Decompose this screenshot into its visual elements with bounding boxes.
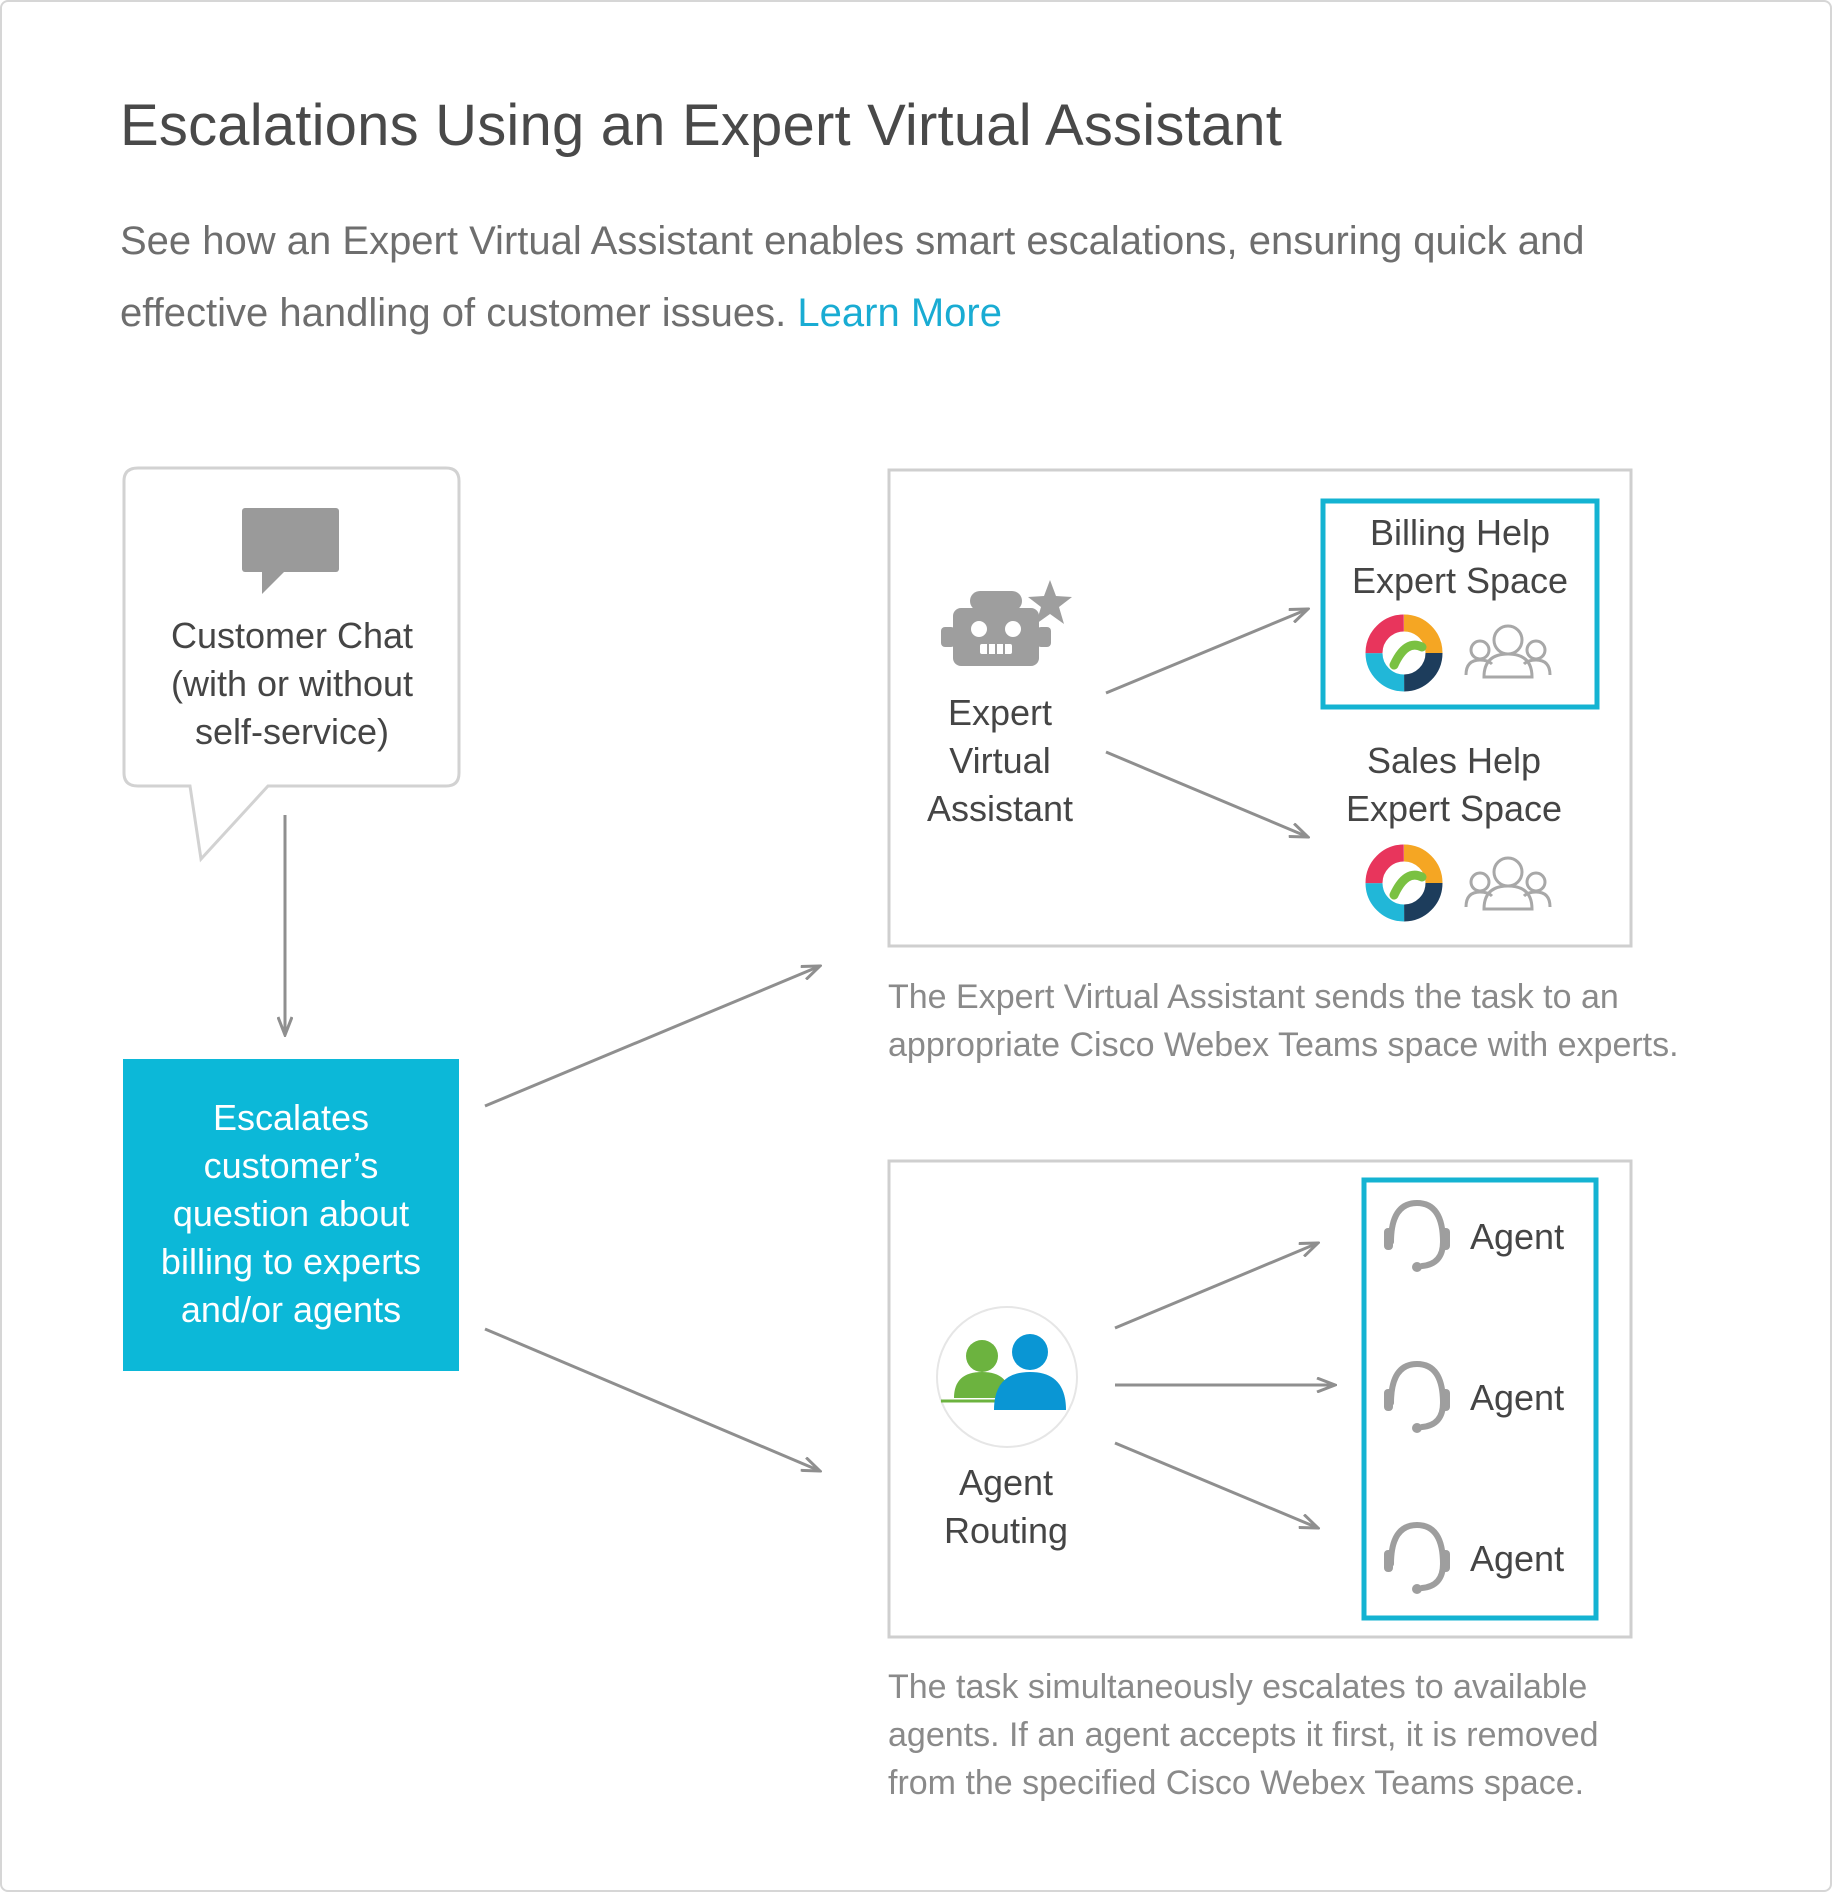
arrow-eva-to-billing <box>1105 609 1308 695</box>
agent-label: Agent <box>1470 1538 1565 1579</box>
agent-label: Agent <box>1470 1216 1565 1257</box>
sales-line: Sales Help <box>1366 740 1542 781</box>
webex-teams-icon <box>1365 614 1443 692</box>
webex-teams-icon <box>1365 844 1443 922</box>
page-title: Escalations Using an Expert Virtual Assi… <box>120 93 1283 158</box>
expert-virtual-assistant-label: Expert Virtual Assistant <box>900 689 1100 833</box>
billing-line: Expert Space <box>1351 560 1569 601</box>
escalates-line: Escalates <box>212 1097 370 1138</box>
escalates-box <box>123 1059 459 1371</box>
robot-star-icon <box>941 580 1072 666</box>
agents-caption-line: The task simultaneously escalates to ava… <box>888 1668 1588 1706</box>
escalates-line: billing to experts <box>160 1241 422 1282</box>
agent-routing-icon <box>936 1306 1078 1448</box>
headset-icon <box>1384 1360 1450 1433</box>
expert-caption-line: The Expert Virtual Assistant sends the t… <box>888 978 1619 1016</box>
escalates-line: and/or agents <box>180 1289 402 1330</box>
intro-text: See how an Expert Virtual Assistant enab… <box>120 219 1585 335</box>
sales-line: Expert Space <box>1345 788 1563 829</box>
arrow-eva-to-sales <box>1105 750 1308 837</box>
headset-icon <box>1384 1521 1450 1594</box>
agents-caption-line: agents. If an agent accepts it first, it… <box>888 1716 1599 1754</box>
expert-caption-line: appropriate Cisco Webex Teams space with… <box>888 1026 1679 1064</box>
agent-routing-label: Agent Routing <box>906 1459 1106 1555</box>
headset-icon <box>1384 1199 1450 1272</box>
arrow-escalate-to-routing <box>484 1327 820 1471</box>
arrow-escalate-to-expert <box>484 966 820 1108</box>
eva-line: Virtual <box>949 740 1051 781</box>
customer-chat-line: Customer Chat <box>170 615 414 656</box>
customer-chat-line: self-service) <box>194 711 390 752</box>
eva-line: Assistant <box>926 788 1074 829</box>
billing-space-highlight <box>1320 498 1600 710</box>
people-group-icon <box>1464 624 1552 679</box>
arrow-routing-to-agent-3 <box>1114 1441 1318 1528</box>
routing-line: Routing <box>943 1510 1069 1551</box>
intro-paragraph: See how an Expert Virtual Assistant enab… <box>120 205 1680 349</box>
arrow-routing-to-agent-1 <box>1114 1243 1318 1330</box>
escalates-line: customer’s <box>203 1145 379 1186</box>
agents-highlight <box>1361 1177 1599 1621</box>
escalates-line: question about <box>172 1193 410 1234</box>
expert-caption: The Expert Virtual Assistant sends the t… <box>888 973 1679 1069</box>
customer-chat-label: Customer Chat (with or without self-serv… <box>124 612 460 756</box>
eva-line: Expert <box>947 692 1053 733</box>
billing-space-label: Billing Help Expert Space <box>1322 509 1598 605</box>
billing-line: Billing Help <box>1369 512 1551 553</box>
customer-chat-line: (with or without <box>170 663 414 704</box>
agent-label: Agent <box>1470 1377 1565 1418</box>
agents-caption: The task simultaneously escalates to ava… <box>888 1663 1599 1807</box>
chat-bubble-icon <box>242 508 339 594</box>
escalates-label: Escalates customer’s question about bill… <box>123 1094 459 1334</box>
agents-caption-line: from the specified Cisco Webex Teams spa… <box>888 1764 1585 1802</box>
routing-line: Agent <box>958 1462 1054 1503</box>
sales-space-label: Sales Help Expert Space <box>1316 737 1592 833</box>
people-group-icon <box>1464 856 1552 911</box>
customer-chat-bubble <box>122 466 461 863</box>
learn-more-link[interactable]: Learn More <box>797 291 1002 335</box>
